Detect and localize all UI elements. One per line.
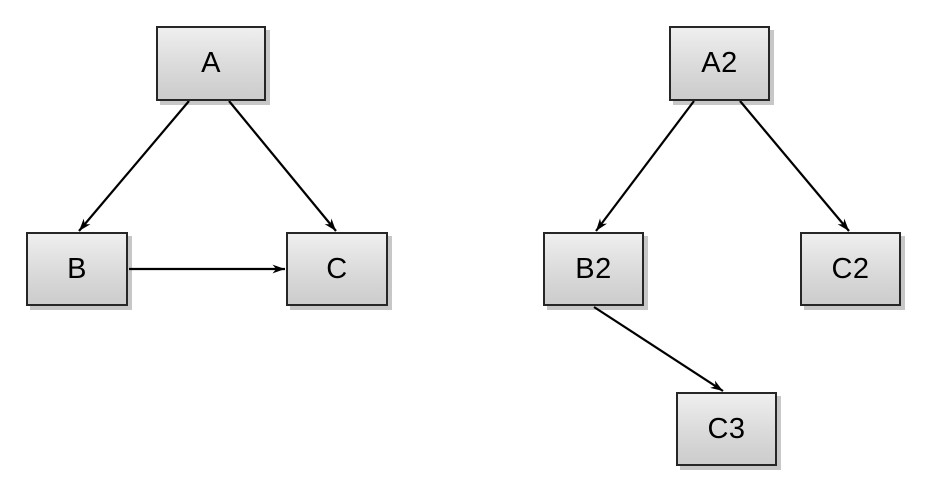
node-label: B [67,252,87,285]
edges-group [78,100,850,392]
edge-a-to-b [78,100,190,232]
node-label: C [326,252,348,285]
node-label: C2 [831,252,870,285]
edge-a-to-c [228,100,337,232]
node-a2[interactable]: A2 [669,26,770,101]
node-b[interactable]: B [26,232,128,306]
node-a[interactable]: A [156,26,266,101]
edge-a2-to-c2 [739,100,850,232]
node-c[interactable]: C [286,232,388,306]
node-c3[interactable]: C3 [676,392,777,466]
node-label: A2 [701,47,738,79]
node-c2[interactable]: C2 [800,232,901,306]
node-b2[interactable]: B2 [543,232,644,306]
node-label: C3 [707,412,746,445]
node-label: B2 [575,252,612,285]
edge-b2-to-c3 [593,306,724,392]
node-label: A [201,47,221,79]
edge-a2-to-b2 [595,100,695,232]
